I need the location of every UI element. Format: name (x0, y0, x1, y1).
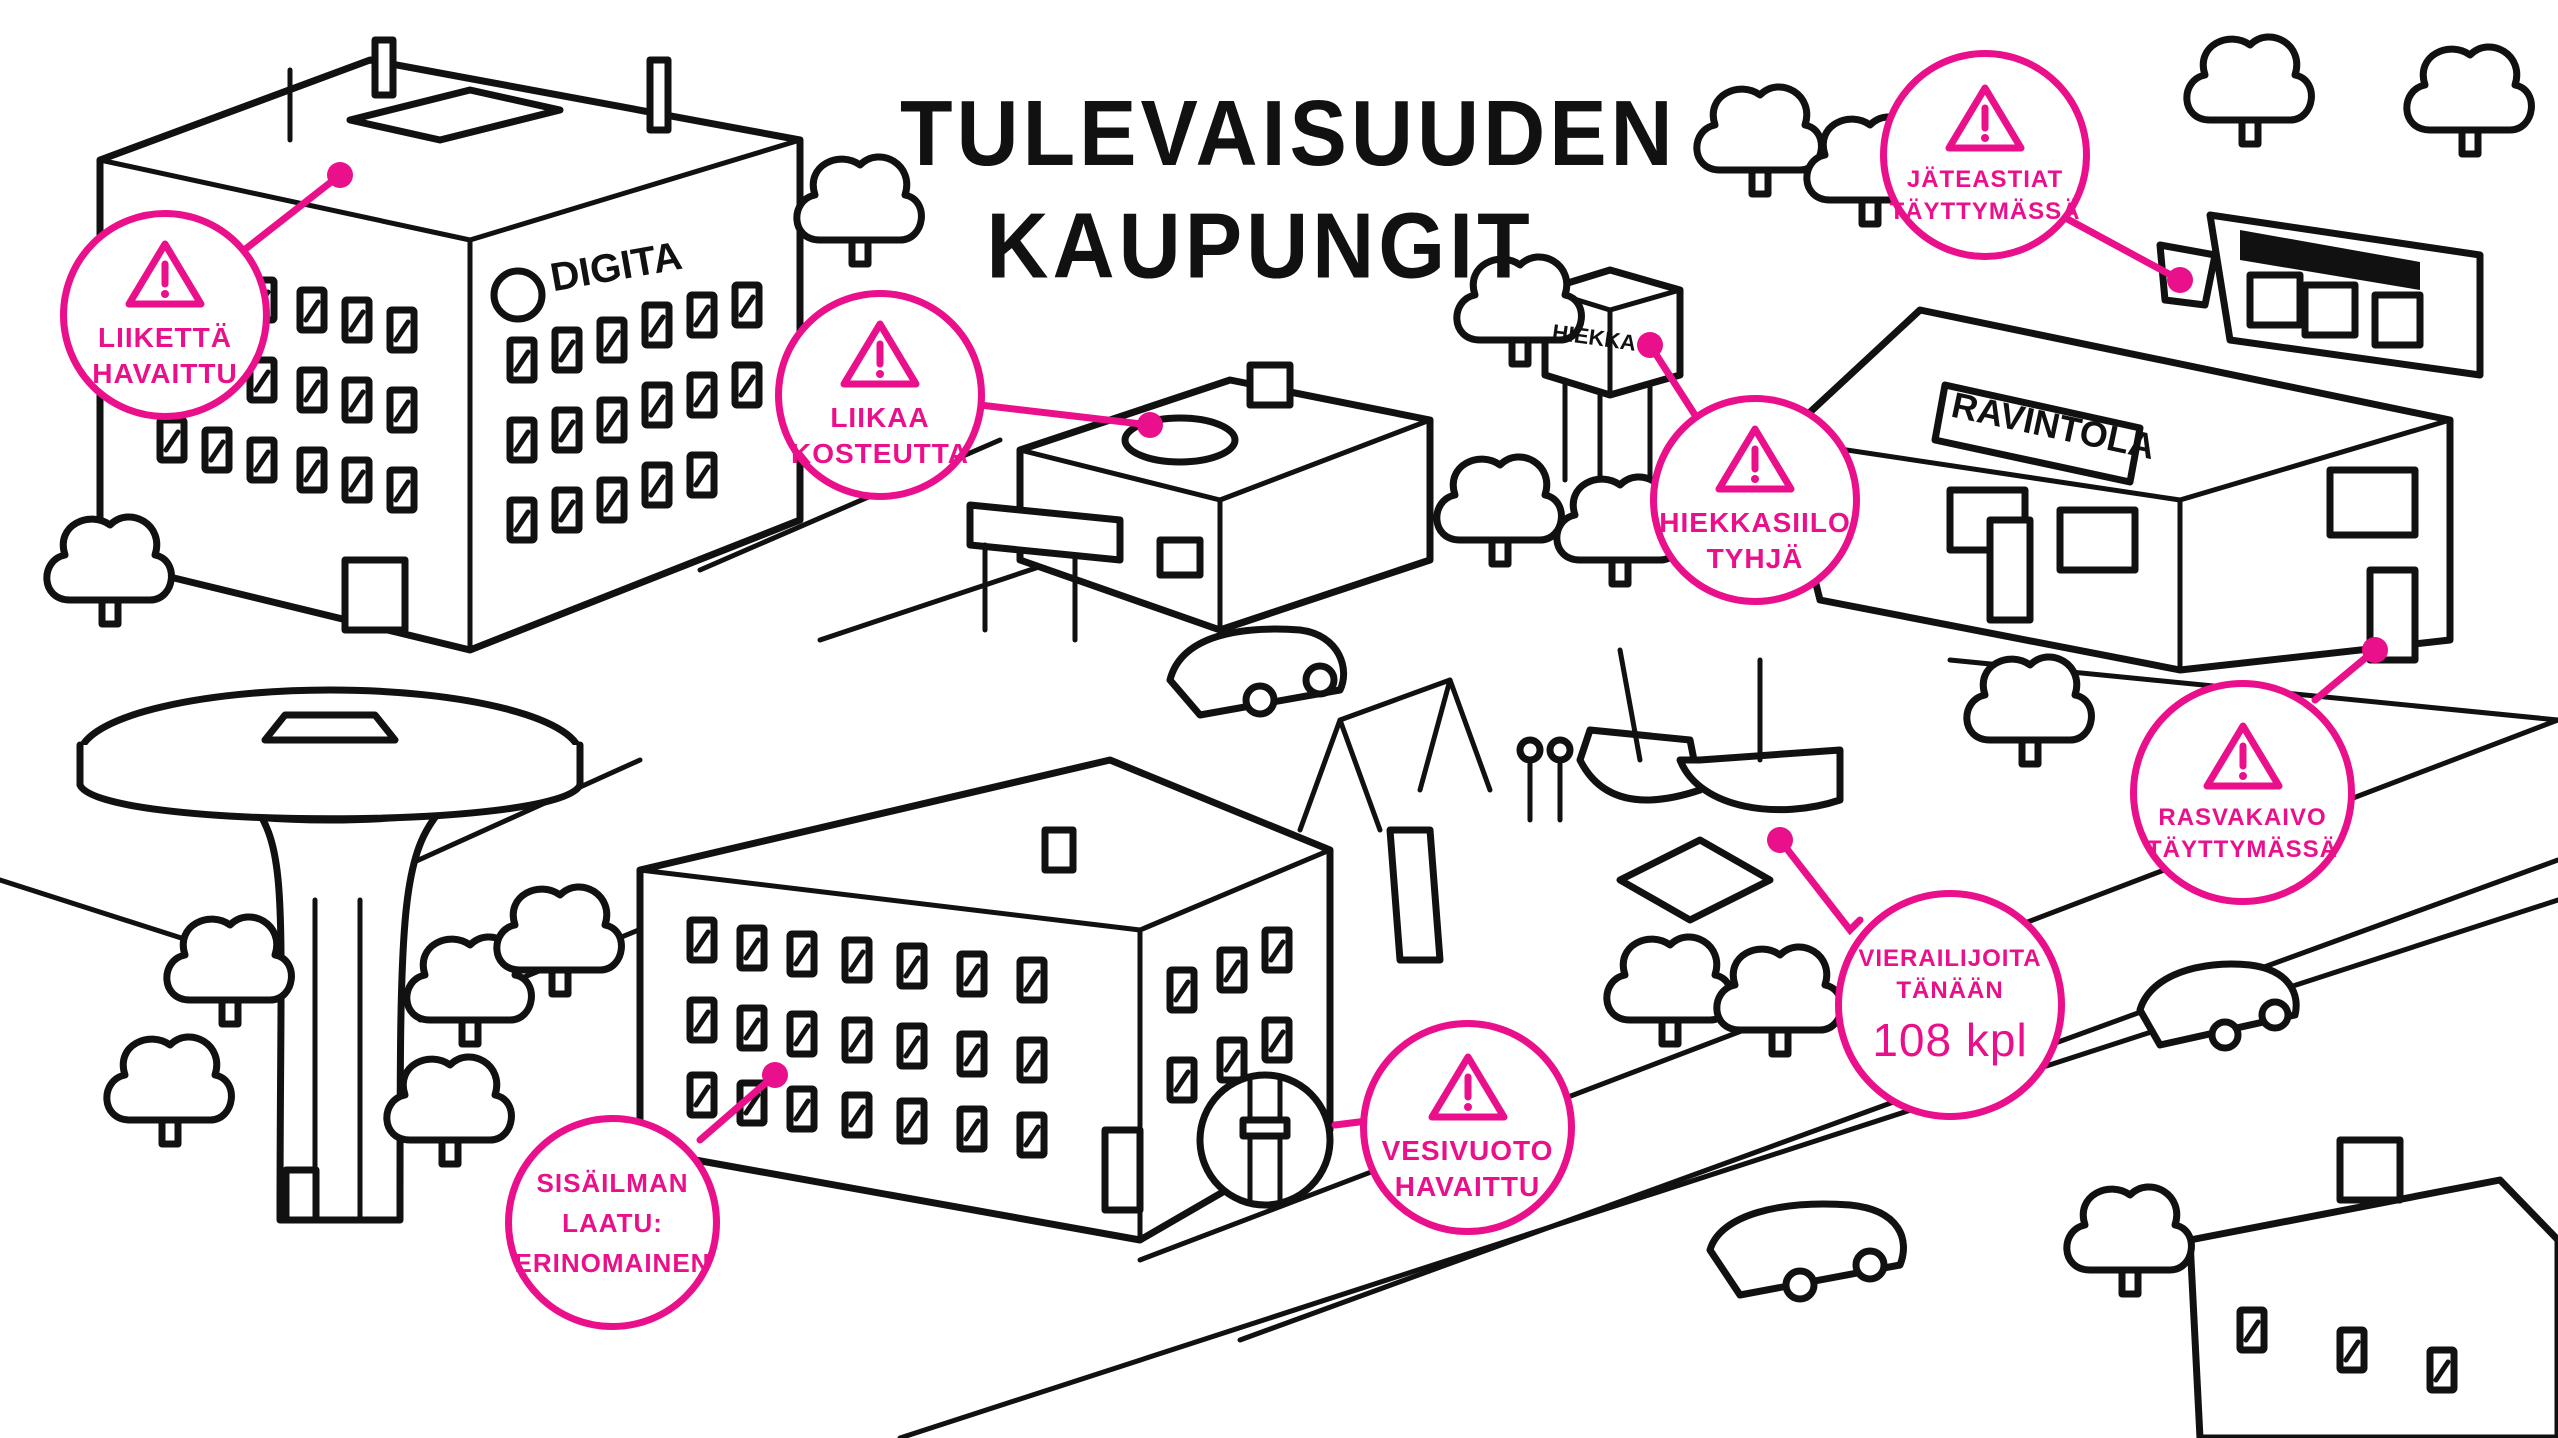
sensor-connectors (221, 162, 2388, 1144)
callout-label: TÄNÄÄN (1896, 977, 2004, 1004)
callout-label: HAVAITTU (1394, 1170, 1541, 1202)
callout-indoor-air-quality[interactable]: SISÄILMAN LAATU: ERINOMAINEN (505, 1115, 720, 1330)
callout-label: TÄYTTYMÄSSÄ (1889, 198, 2081, 225)
warning-icon (2203, 722, 2282, 789)
warning-icon (1715, 425, 1795, 493)
office-building (96, 36, 804, 654)
callout-label: VIERAILIJOITA (1858, 945, 2042, 972)
playground (1297, 647, 1844, 964)
callout-visitors-today[interactable]: VIERAILIJOITA TÄNÄÄN 108 kpl (1835, 890, 2065, 1120)
visitor-count: 108 kpl (1872, 1014, 2028, 1066)
callout-label: TÄYTTYMÄSSÄ (2147, 835, 2338, 863)
callout-sand-silo-empty[interactable]: HIEKKASIILO TYHJÄ (1650, 395, 1860, 605)
callout-label: LAATU: (562, 1207, 663, 1238)
restaurant-sign-board (1931, 381, 2144, 486)
callout-grease-trap-filling[interactable]: RASVAKAIVO TÄYTTYMÄSSÄ (2130, 680, 2355, 905)
warning-icon (1428, 1053, 1507, 1120)
callout-waste-bins-filling[interactable]: JÄTEASTIAT TÄYTTYMÄSSÄ (1880, 50, 2090, 260)
title-line-1: TULEVAISUUDEN (900, 81, 1677, 186)
callout-label: HIEKKASIILO (1659, 507, 1851, 538)
callout-motion-detected[interactable]: LIIKETTÄ HAVAITTU (60, 210, 270, 420)
callout-label: LIIKAA (830, 402, 930, 433)
callout-label: JÄTEASTIAT (1906, 166, 2064, 193)
restaurant-building (1776, 306, 2454, 674)
callout-label: KOSTEUTTA (790, 438, 970, 469)
cars (1166, 625, 2300, 1303)
callout-label: SISÄILMAN (536, 1167, 689, 1198)
small-office-building (966, 361, 1434, 643)
callout-label: TYHJÄ (1706, 543, 1804, 574)
page-title: TULEVAISUUDEN KAUPUNGIT (900, 78, 1677, 303)
callout-label: VESIVUOTO (1381, 1134, 1554, 1166)
house (2186, 1136, 2558, 1438)
callout-label: RASVAKAIVO (2158, 803, 2327, 831)
pipe-leak-detail (1196, 1071, 1334, 1209)
waste-bin-shelter (2156, 211, 2484, 379)
title-line-2: KAUPUNGIT (986, 194, 1534, 298)
callout-label: LIIKETTÄ (98, 322, 232, 353)
warning-icon (125, 240, 205, 308)
callout-excess-moisture[interactable]: LIIKAA KOSTEUTTA (775, 290, 985, 500)
warning-icon (1945, 84, 2025, 152)
callout-water-leak-detected[interactable]: VESIVUOTO HAVAITTU (1360, 1020, 1575, 1235)
callout-label: HAVAITTU (92, 358, 238, 389)
warning-icon (840, 320, 920, 388)
callout-label: ERINOMAINEN (514, 1247, 711, 1278)
